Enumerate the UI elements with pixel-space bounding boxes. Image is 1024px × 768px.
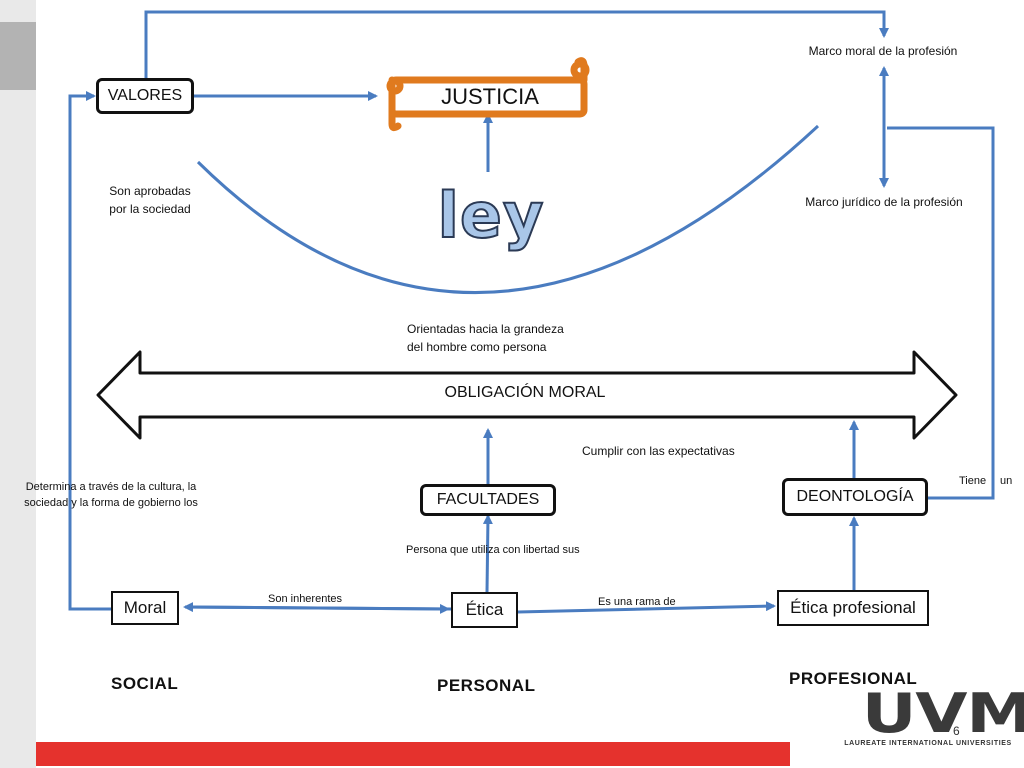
cumplir-label: Cumplir con las expectativas [582,444,735,458]
left-sidebar-accent [0,22,36,90]
marco-juridico-label: Marco jurídico de la profesión [805,195,963,209]
connector-tiene-un [887,126,995,500]
moral-node: Moral [111,591,179,625]
aprobadas-line-1: Son aprobadas [109,184,191,198]
page-number: 6 [953,724,960,738]
orientadas-line-2: del hombre como persona [407,340,547,354]
category-social: SOCIAL [111,674,179,693]
ley-arc [196,124,820,295]
connector-etica-etica-profesional [517,601,776,614]
determina-line-2: sociedad y la forma de gobierno los [24,497,198,509]
deontologia-node: DEONTOLOGÍA [782,478,928,516]
ley-title: ley [437,178,545,253]
un-label: un [1000,475,1013,487]
etica-profesional-node: Ética profesional [777,590,929,626]
facultades-label: FACULTADES [436,491,540,508]
etica-node: Ética [451,592,518,628]
connector-moral-etica [184,603,450,614]
tiene-label: Tiene [959,475,987,487]
uvm-tagline: LAUREATE INTERNATIONAL UNIVERSITIES [844,740,1012,747]
determina-label: Determina a través de la cultura, la soc… [8,479,214,511]
obligacion-double-arrow [96,350,958,440]
inherentes-label: Son inherentes [268,593,342,605]
aprobadas-line-2: por la sociedad [109,202,191,216]
persona-label: Persona que utiliza con libertad sus [406,544,580,556]
connector-valores-marco-moral [144,10,889,78]
category-personal: PERSONAL [437,676,536,695]
moral-label: Moral [123,598,167,617]
justicia-scroll-icon [386,57,590,132]
justicia-label: JUSTICIA [441,84,539,109]
category-profesional: PROFESIONAL [789,669,918,688]
determina-line-1: Determina a través de la cultura, la [25,481,197,493]
valores-node: VALORES [96,78,194,114]
etica-profesional-label: Ética profesional [790,598,916,617]
connector-etica-facultades [482,514,493,593]
orientadas-line-1: Orientadas hacia la grandeza [407,322,564,336]
facultades-node: FACULTADES [420,484,556,516]
uvm-logo: UVM [861,682,1024,745]
deontologia-label: DEONTOLOGÍA [796,488,914,505]
obligacion-label: OBLIGACIÓN MORAL [444,384,606,401]
aprobadas-label: Son aprobadas por la sociedad [80,182,220,218]
valores-label: VALORES [107,87,183,104]
footer-red-bar [36,742,790,766]
etica-label: Ética [465,600,504,619]
connector-moral-valores [68,91,112,611]
marco-moral-label: Marco moral de la profesión [808,44,958,58]
left-sidebar-band [0,0,36,768]
orientadas-label: Orientadas hacia la grandeza del hombre … [407,320,627,356]
rama-label: Es una rama de [598,596,676,608]
